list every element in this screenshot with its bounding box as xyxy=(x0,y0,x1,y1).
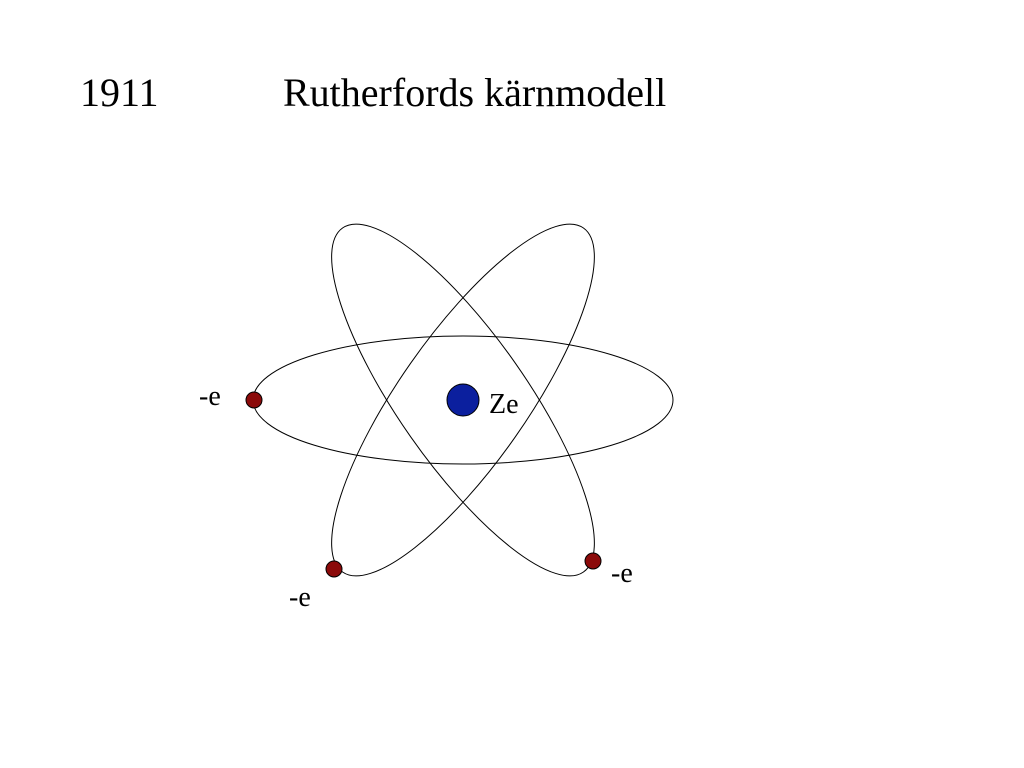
nucleus-icon xyxy=(446,383,480,417)
orbit-tilted-right xyxy=(331,223,595,577)
title-year: 1911 xyxy=(80,70,159,115)
nucleus-label: Ze xyxy=(489,389,519,420)
electron-icon xyxy=(325,560,343,578)
title-text: Rutherfords kärnmodell xyxy=(283,70,667,115)
electron-label-left: -e xyxy=(199,381,221,412)
electron-icon xyxy=(245,391,263,409)
electron-icon xyxy=(584,552,602,570)
orbit-tilted-left xyxy=(331,223,595,577)
electron-label-bottom-right: -e xyxy=(611,558,633,589)
slide-title: 1911 Rutherfords kärnmodell xyxy=(0,66,1024,120)
electron-label-bottom-left: -e xyxy=(289,582,311,613)
